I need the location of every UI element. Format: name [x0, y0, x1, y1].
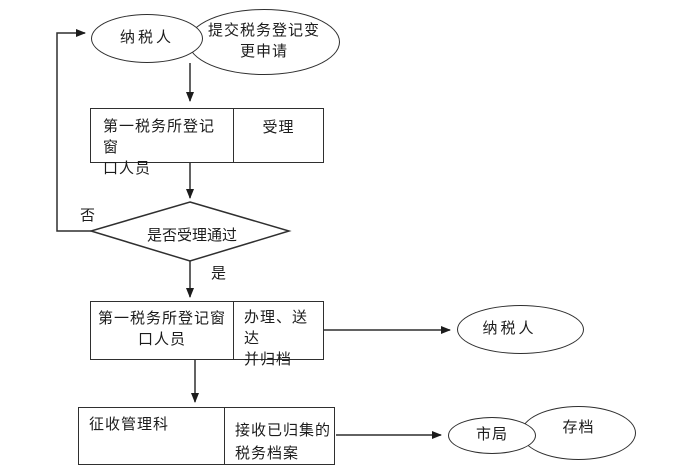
taxpayer-start-ellipse: 纳税人: [91, 14, 203, 63]
archive-ellipse: 存档: [521, 406, 636, 460]
accept-step-rect: 第一税务所登记窗 口人员 受理: [90, 108, 324, 177]
collection-step-rect: 征收管理科 接收已归集的 税务档案: [78, 407, 335, 465]
accept-role-label: 第一税务所登记窗 口人员: [103, 119, 216, 177]
city-bureau-ellipse: 市局: [448, 417, 536, 454]
accept-role-cell: 第一税务所登记窗 口人员: [91, 109, 233, 177]
receive-action-cell: 接收已归集的 税务档案: [224, 408, 334, 464]
receive-action-label: 接收已归集的 税务档案: [235, 423, 332, 462]
submit-request-ellipse: 提交税务登记变 更申请: [188, 9, 340, 75]
edge-no-feedback-arrow: [56, 29, 91, 232]
archive-label: 存档: [562, 419, 595, 436]
process-step-rect: 第一税务所登记窗 口人员 办理、送达 并归档: [90, 301, 324, 368]
decision-yes-label: 是: [210, 262, 228, 283]
collection-dept-label: 征收管理科: [89, 417, 170, 433]
accept-action-label: 受理: [262, 120, 295, 136]
process-action-label: 办理、送达 并归档: [244, 310, 309, 368]
process-action-cell: 办理、送达 并归档: [233, 302, 323, 368]
process-role-cell: 第一税务所登记窗 口人员: [91, 302, 233, 359]
decision-no-label: 否: [79, 204, 97, 225]
taxpayer-end-label: 纳税人: [482, 321, 537, 337]
accept-action-cell: 受理: [233, 109, 323, 162]
taxpayer-end-ellipse: 纳税人: [457, 305, 584, 354]
collection-dept-cell: 征收管理科: [79, 408, 224, 464]
decision-question-label: 是否受理通过: [146, 228, 237, 244]
city-bureau-label: 市局: [475, 427, 508, 443]
taxpayer-start-label: 纳税人: [119, 30, 174, 46]
submit-request-label: 提交税务登记变 更申请: [207, 23, 320, 60]
decision-diamond-shape: [88, 201, 292, 262]
process-role-label: 第一税务所登记窗 口人员: [97, 311, 226, 348]
